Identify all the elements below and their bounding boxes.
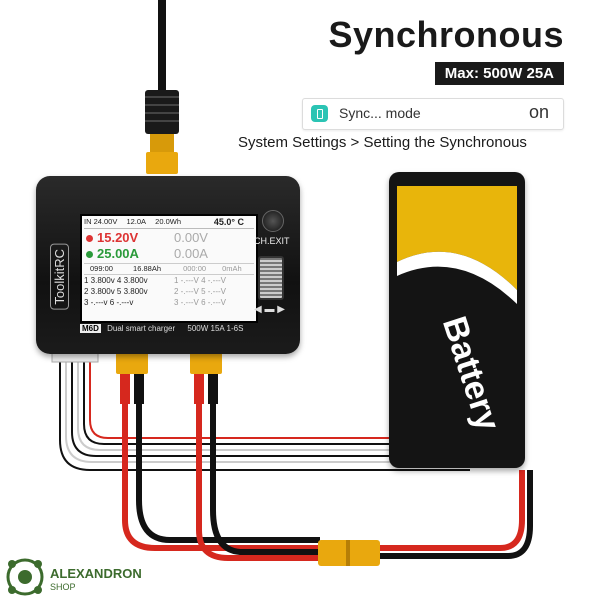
temperature: 45.0° C [213, 217, 244, 227]
control-knob[interactable] [262, 210, 284, 232]
cell-voltages-ch1: 1 3.800v 4 3.800v 2 3.800v 5 3.800v 3 -.… [84, 276, 148, 307]
page-title: Synchronous [328, 14, 564, 55]
model-spec: 500W 15A 1-6S [187, 324, 244, 333]
input-voltage: IN 24.00V [84, 217, 118, 226]
sync-mode-setting[interactable]: Sync... mode on [302, 98, 564, 130]
channel1-voltage: 15.20V [86, 230, 138, 245]
status-dot-green-icon [86, 251, 93, 258]
shop-name: ALEXANDRON [50, 566, 142, 581]
scroll-wheel[interactable] [258, 256, 284, 300]
output-leads-2 [190, 352, 320, 561]
brand-label: ToolkitRC [50, 244, 69, 310]
cell-voltages-ch2: 1 -.---V 4 -.---V 2 -.---V 5 -.---V 3 -.… [174, 276, 226, 307]
input-current: 12.0A [126, 217, 147, 226]
sync-mode-value[interactable]: on [528, 102, 549, 122]
power-cable [158, 0, 166, 92]
status-dot-red-icon [86, 235, 93, 242]
charger-screen: IN 24.00V 12.0A 20.0Wh 45.0° C 15.20V 25… [80, 214, 258, 323]
channel2-voltage: 0.00V [174, 230, 208, 245]
battery-graphic [397, 186, 517, 304]
model-tag: M6D [80, 324, 101, 333]
sync-icon [311, 105, 328, 122]
xt60-input [146, 152, 178, 174]
max-power-badge: Max: 500W 25A [434, 62, 564, 85]
arrows-icon: ◀ ▬ ▶ [254, 304, 285, 315]
input-energy: 20.0Wh [155, 217, 182, 226]
screen-status-bar: IN 24.00V 12.0A 20.0Wh 45.0° C [84, 217, 254, 229]
shop-subtitle: SHOP [50, 582, 76, 592]
sync-mode-label: Sync... mode [339, 105, 421, 121]
channel1-current: 25.00A [86, 246, 139, 261]
settings-path: System Settings > Setting the Synchronou… [238, 134, 527, 151]
model-description: Dual smart charger [107, 324, 176, 333]
charger-device: ToolkitRC IN 24.00V 12.0A 20.0Wh 45.0° C… [36, 176, 300, 354]
battery-pack: Battery [389, 172, 525, 468]
alexandron-logo [6, 558, 44, 596]
model-row: M6D Dual smart charger 500W 15A 1-6S [80, 324, 243, 333]
output-leads-1 [116, 352, 320, 551]
time-capacity-row: 099:00 16.88Ah 000:00 0mAh [84, 263, 254, 275]
channel2-current: 0.00A [174, 246, 208, 261]
ch-exit-label: CH.EXIT [254, 236, 290, 246]
balance-wires [59, 360, 470, 471]
